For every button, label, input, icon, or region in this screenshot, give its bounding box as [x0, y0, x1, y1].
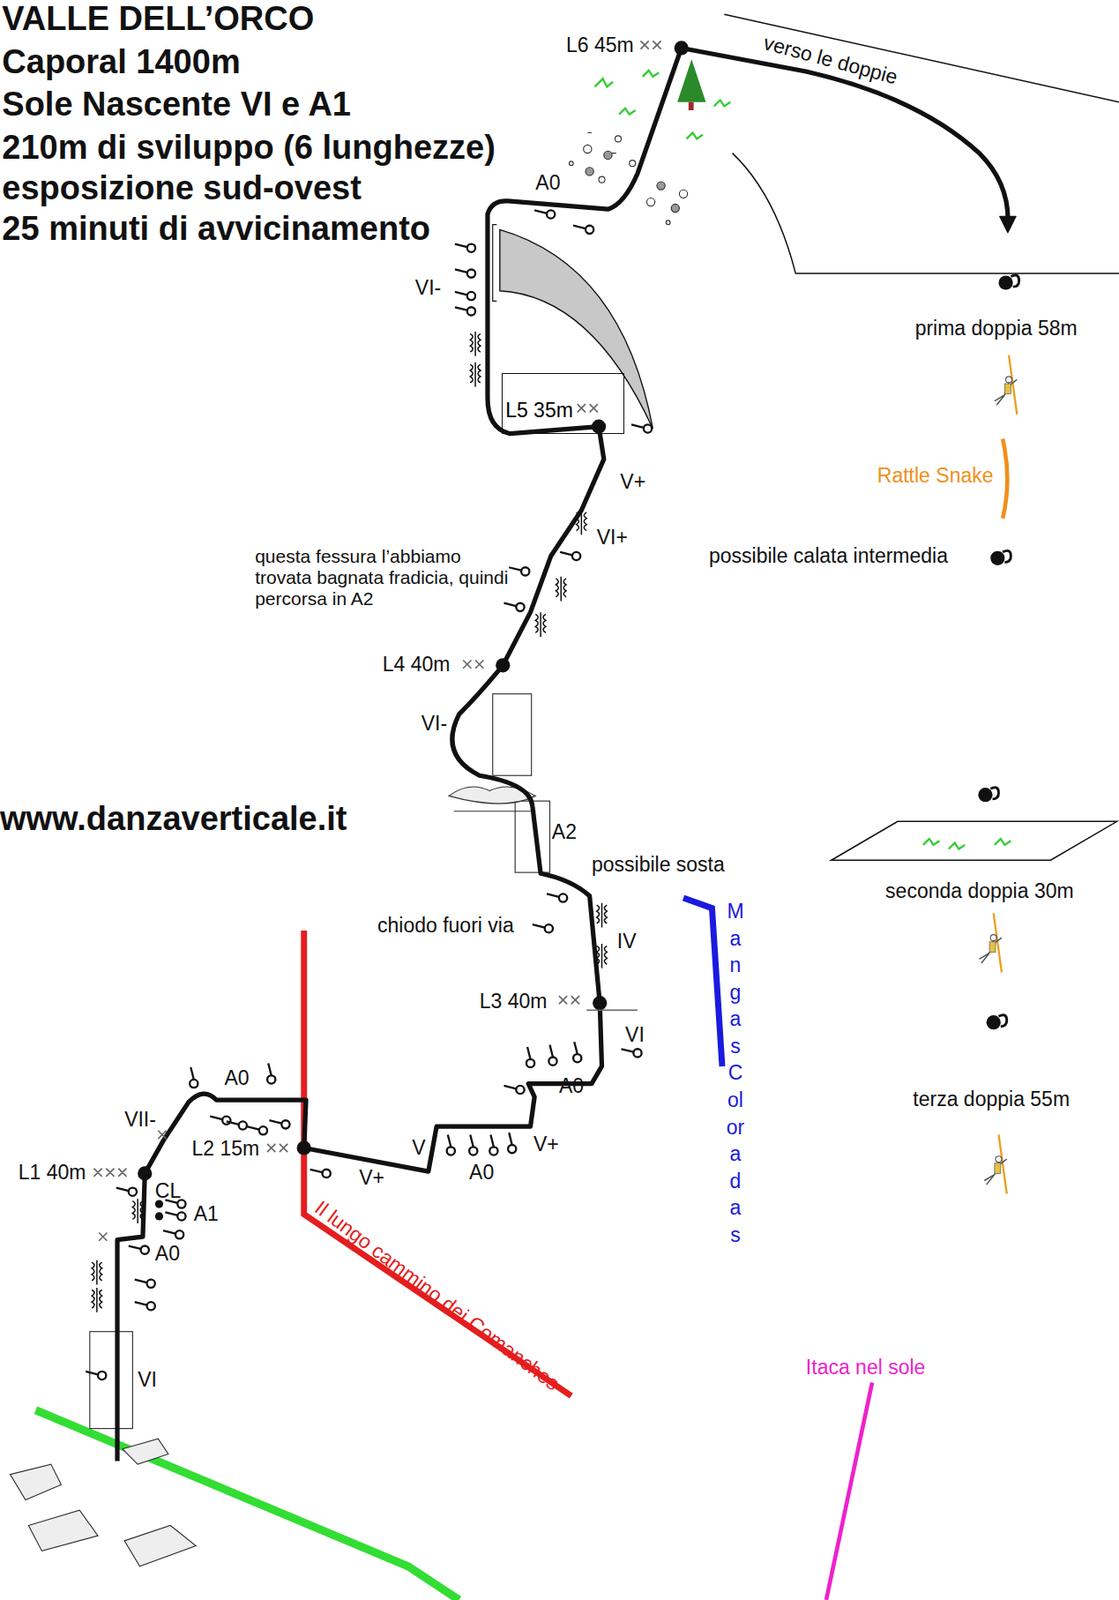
colored-routes [35, 438, 1008, 1599]
pitch-label: V+ [619, 469, 646, 493]
descent-lines [723, 14, 1119, 860]
station-label: L5 35m [502, 373, 624, 423]
rock-features [10, 132, 654, 1566]
pitch-label: VI- [421, 711, 448, 735]
pitch-label: L1 40m [18, 1160, 87, 1184]
pitch-label: IV [617, 929, 637, 953]
route-name: Il lungo cammino dei Comanches [310, 1195, 564, 1396]
pitch-label: VI+ [596, 525, 628, 549]
pitch-label: VI [625, 1022, 645, 1046]
rappel-note: prima doppia 58m [915, 316, 1078, 340]
route-name: Itaca nel sole [805, 1355, 926, 1379]
route-line [117, 47, 1016, 1461]
pitch-label: verso le doppie [760, 30, 901, 90]
pitch-label: A0 [559, 1074, 584, 1097]
pitch-label: V+ [533, 1132, 560, 1156]
pitch-label: VI [137, 1367, 157, 1391]
pitch-label: L4 40m [382, 652, 451, 676]
pitch-label: A0 [469, 1160, 494, 1184]
station-box: L5 35m [501, 373, 625, 433]
rappel-note: seconda doppia 30m [885, 879, 1075, 903]
info-line: esposizione sud-ovest [1, 169, 362, 209]
pitch-label: CL [155, 1178, 181, 1202]
rappel-note: possibile calata intermedia [708, 544, 948, 567]
rappel-note: Rattle Snake [877, 463, 994, 487]
info-line: Caporal 1400m [1, 43, 240, 83]
pitch-label: A1 [193, 1201, 219, 1225]
route-name: Mangas Coloradas [724, 897, 746, 1249]
pitch-label: V+ [358, 1165, 385, 1189]
pitch-label: V [411, 1135, 426, 1159]
pitch-label: A0 [155, 1241, 180, 1265]
website: www.danzaverticale.it [0, 799, 348, 839]
info-line: 25 minuti di avvicinamento [1, 209, 431, 249]
pitch-label: A2 [552, 820, 577, 843]
rappel-note: terza doppia 55m [912, 1087, 1070, 1111]
belay-dots [155, 1199, 164, 1220]
info-line: 210m di sviluppo (6 lunghezze) [1, 128, 496, 168]
pitch-label: A0 [223, 1066, 249, 1090]
pitch-label: L6 45m [566, 33, 635, 57]
pitch-label: chiodo fuori via [377, 913, 515, 937]
pitch-label: VI- [415, 276, 441, 299]
route-title: VALLE DELL’ORCO [1, 0, 314, 39]
grass [594, 70, 1011, 850]
pitch-label: L2 15m [191, 1136, 260, 1160]
pitons [85, 209, 652, 1380]
rappel-icons [977, 275, 1019, 1194]
scree [568, 135, 687, 225]
info-line: Sole Nascente VI e A1 [1, 85, 351, 125]
pitch-label: L3 40m [479, 989, 548, 1013]
pitch-label: possibile sosta [591, 852, 725, 876]
pitch-label: VII- [124, 1107, 157, 1131]
pitch-label: questa fessura l’abbiamo trovata bagnata… [254, 545, 510, 610]
pitch-label: A0 [535, 171, 560, 194]
tree [677, 59, 706, 111]
